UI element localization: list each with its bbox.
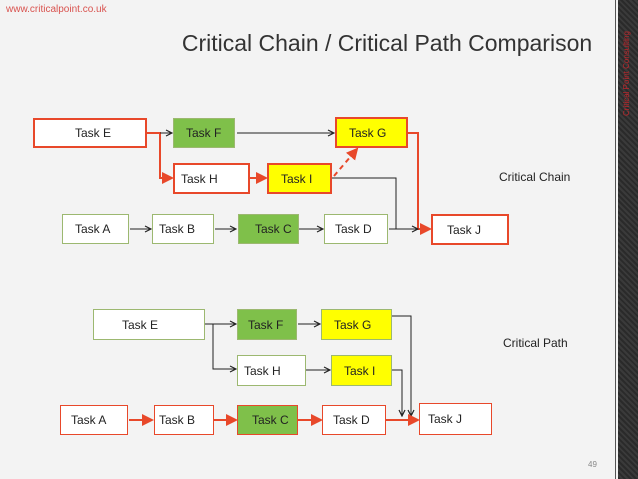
chain-task-i: Task I: [267, 163, 332, 194]
path-task-a: Task A: [60, 405, 128, 435]
chain-task-f: Task F: [173, 118, 235, 148]
path-task-j: Task J: [419, 403, 492, 435]
path-task-g: Task G: [321, 309, 392, 340]
path-task-i: Task I: [331, 355, 392, 386]
critical-path-label: Critical Path: [503, 336, 568, 350]
path-task-f: Task F: [237, 309, 297, 340]
brand-strip: [618, 0, 638, 479]
chain-task-j: Task J: [431, 214, 509, 245]
path-task-c: Task C: [237, 405, 298, 435]
chain-task-b: Task B: [152, 214, 214, 244]
path-arrows: [129, 315, 420, 426]
chain-task-g: Task G: [335, 117, 408, 148]
path-task-d: Task D: [322, 405, 386, 435]
path-task-e: Task E: [93, 309, 205, 340]
page-number: 49: [588, 460, 597, 469]
chain-arrows: [130, 133, 432, 235]
path-task-h: Task H: [237, 355, 306, 386]
website-url[interactable]: www.criticalpoint.co.uk: [6, 4, 107, 15]
chain-task-c: Task C: [238, 214, 299, 244]
chain-task-a: Task A: [62, 214, 129, 244]
path-task-b: Task B: [154, 405, 214, 435]
page-title: Critical Chain / Critical Path Compariso…: [181, 30, 593, 56]
chain-task-h: Task H: [173, 163, 250, 194]
divider: [615, 0, 616, 479]
chain-task-d: Task D: [324, 214, 388, 244]
critical-chain-label: Critical Chain: [499, 170, 571, 184]
chain-task-e: Task E: [33, 118, 147, 148]
